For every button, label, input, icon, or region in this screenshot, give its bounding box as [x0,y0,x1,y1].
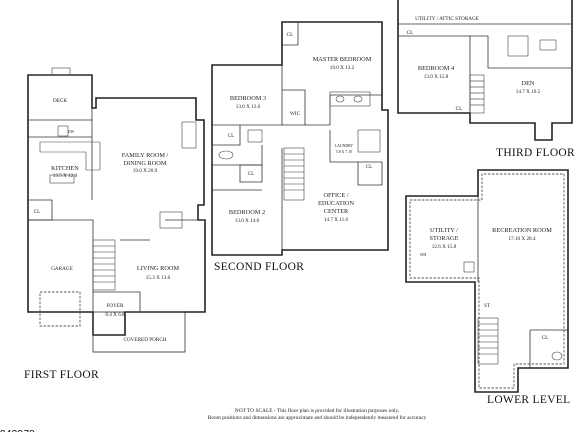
den-dimensions: 14.7 X 10.5 [516,89,541,95]
deck-label: DECK [53,98,67,104]
garage-label: GARAGE [51,266,73,272]
den-label: DEN [522,80,535,87]
second-floor-closet-label-right: CL [366,164,373,170]
walk-in-closet-label: WIC [290,111,301,117]
living-room-dimensions: 15.3 X 13.0 [146,275,171,281]
lower-storage-st-label: ST [484,303,491,309]
third-floor-title: THIRD FLOOR [496,147,575,159]
first-floor-closet-label: CL [34,209,41,215]
education-label: EDUCATION [318,200,354,207]
listing-id: 5942979 [0,428,35,432]
second-floor-closet-label-mid: CL [248,171,255,177]
family-room-dimensions: 19.0 X 20.9 [133,168,158,174]
office-label: OFFICE / [323,192,348,199]
bedroom-2-label: BEDROOM 2 [229,209,265,216]
lower-closet-label: CL [542,335,549,341]
lower-utility-dimensions: 12.6 X 15.8 [432,244,457,250]
third-utility-attic-label: UTILITY / ATTIC STORAGE [415,16,479,22]
foyer-dimensions: 8.4 X 6.8 [105,312,125,318]
bedroom-4-label: BEDROOM 4 [418,65,455,72]
master-bedroom-dimensions: 19.0 X 13.2 [330,65,355,71]
third-floor-plan: UTILITY / ATTIC STORAGE CL BEDROOM 4 13.… [397,0,575,159]
foyer-label: FOYER [106,303,124,309]
first-floor-plan: DECK DW KITCHEN 13.5 X 12.0 FAMILY ROOM … [24,67,206,381]
laundry-label: LAUNDRY [335,144,354,148]
disclaimer-line-1: NOT TO SCALE - This floor plan is provid… [235,407,399,414]
recreation-room-label: RECREATION ROOM [492,227,552,234]
bedroom-3-label: BEDROOM 3 [230,95,266,102]
lower-storage-label: STORAGE [430,235,459,242]
bedroom-3-dimensions: 13.0 X 12.6 [236,104,261,110]
disclaimer-line-2: Room positions and dimensions are approx… [208,414,427,421]
third-floor-closet-label-2: CL [456,106,463,112]
second-floor-closet-label-top: CL [287,32,294,38]
second-floor-closet-label-left: CL [228,133,235,139]
lower-level-title: LOWER LEVEL [487,394,570,406]
kitchen-dimensions: 13.5 X 12.0 [53,173,78,179]
kitchen-label: KITCHEN [51,165,79,172]
center-label: CENTER [324,208,349,215]
bedroom-4-dimensions: 13.0 X 15.8 [424,74,449,80]
office-dimensions: 14.7 X 11.6 [324,217,349,223]
dining-room-label: DINING ROOM [124,160,167,167]
first-floor-title: FIRST FLOOR [24,369,99,381]
living-room-label: LIVING ROOM [137,265,180,272]
laundry-dimensions: 5.8 X 7.10 [336,150,352,154]
master-bedroom-label: MASTER BEDROOM [313,56,372,63]
lower-utility-label: UTILITY / [430,227,458,234]
family-room-label: FAMILY ROOM / [122,152,169,159]
second-floor-plan: MASTER BEDROOM 19.0 X 13.2 CL BEDROOM 3 … [211,21,389,273]
second-floor-title: SECOND FLOOR [214,261,304,273]
covered-porch-label: COVERED PORCH [123,337,166,343]
lower-level-plan: UTILITY / STORAGE 12.6 X 15.8 WH RECREAT… [405,169,570,406]
third-floor-closet-label: CL [407,30,414,36]
water-heater-label: WH [420,253,427,257]
recreation-room-dimensions: 17.10 X 28.4 [508,236,535,242]
bedroom-2-dimensions: 13.0 X 14.0 [235,218,260,224]
dishwasher-label: DW [68,130,75,134]
